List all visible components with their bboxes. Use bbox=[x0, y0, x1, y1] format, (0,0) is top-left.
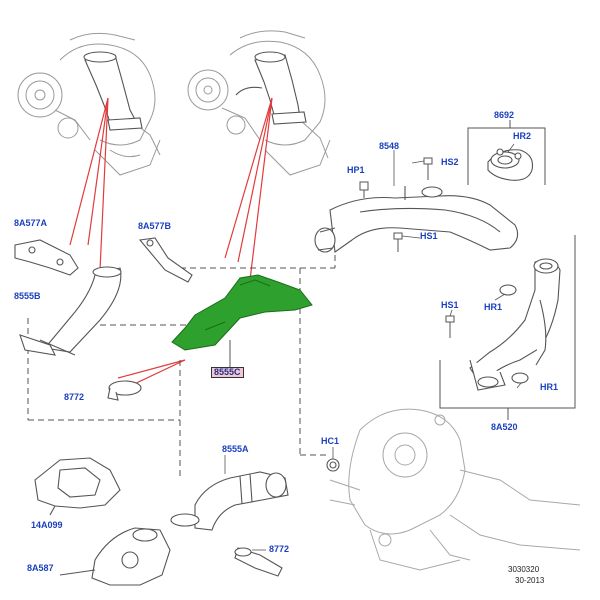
pipe-8a520 bbox=[469, 258, 561, 391]
engine-top-center-pipe bbox=[235, 51, 307, 125]
label-hr1-upper: HR1 bbox=[484, 302, 503, 312]
reference-number: 3030320 bbox=[508, 565, 540, 574]
bolt-hs1-right bbox=[445, 315, 455, 338]
label-hp1: HP1 bbox=[347, 165, 365, 175]
label-14a099: 14A099 bbox=[31, 520, 63, 530]
leader-lines-red bbox=[69, 97, 273, 387]
label-hc1: HC1 bbox=[321, 436, 340, 446]
hose-clamp-8692 bbox=[487, 148, 534, 181]
hose-8555a bbox=[170, 471, 289, 531]
bolt-hs1-top bbox=[393, 232, 403, 252]
reference-date: 30-2013 bbox=[515, 576, 545, 585]
clamp-8772-bottom bbox=[234, 547, 283, 577]
label-8a587: 8A587 bbox=[27, 563, 54, 573]
bracket-8a577a bbox=[14, 239, 79, 276]
label-hs2: HS2 bbox=[441, 157, 459, 167]
bracket-14a099 bbox=[34, 457, 121, 516]
label-leader-lines bbox=[224, 143, 522, 551]
label-8772-bottom: 8772 bbox=[269, 544, 290, 554]
clamp-hc1 bbox=[326, 458, 340, 472]
bolt-hp1 bbox=[359, 181, 369, 198]
o-ring-hr1-lower bbox=[511, 372, 529, 384]
bracket-8a577b bbox=[138, 237, 193, 283]
bracket-8a520 bbox=[439, 235, 576, 420]
bolt-hs2 bbox=[423, 157, 433, 180]
bracket-8692 bbox=[467, 120, 546, 185]
hose-8555b bbox=[19, 266, 122, 356]
label-8555a: 8555A bbox=[222, 444, 249, 454]
pipe-8548 bbox=[314, 186, 519, 253]
part-8555c-highlighted bbox=[171, 274, 313, 368]
engine-bottom-illustration bbox=[329, 408, 581, 571]
label-8a577a: 8A577A bbox=[14, 218, 48, 228]
engine-top-left-illustration bbox=[17, 32, 161, 176]
o-ring-hr1-upper bbox=[499, 284, 517, 296]
label-8772-left: 8772 bbox=[64, 392, 85, 402]
label-hs1-right: HS1 bbox=[441, 300, 459, 310]
clamp-8772-left bbox=[107, 380, 142, 401]
label-8692: 8692 bbox=[494, 110, 515, 120]
label-hr2: HR2 bbox=[513, 131, 532, 141]
assembly-8a587 bbox=[59, 527, 171, 586]
label-8548: 8548 bbox=[379, 141, 400, 151]
label-hr1-lower: HR1 bbox=[540, 382, 559, 392]
label-8a520: 8A520 bbox=[491, 422, 518, 432]
label-8555b: 8555B bbox=[14, 291, 41, 301]
label-hs1-top: HS1 bbox=[420, 231, 438, 241]
label-8555c-highlighted: 8555C bbox=[211, 367, 244, 378]
label-8a577b: 8A577B bbox=[138, 221, 172, 231]
engine-top-center-illustration bbox=[187, 30, 331, 176]
engine-top-left-pipe bbox=[83, 51, 143, 131]
